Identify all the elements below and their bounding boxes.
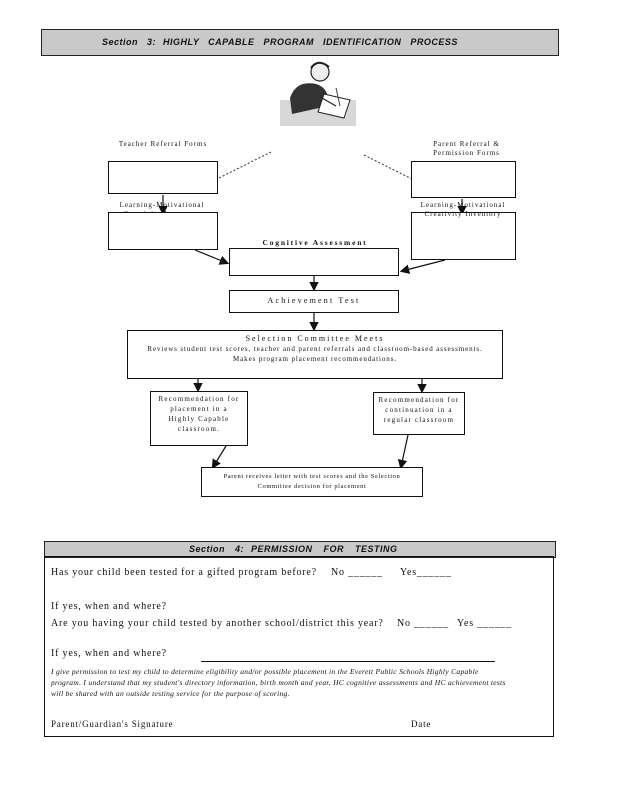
q1-text: Has your child been tested for a gifted … <box>51 567 317 578</box>
cognitive-assessment-label: Cognitive Assessment <box>262 238 368 247</box>
selection-committee-box: Selection Committee Meets Reviews studen… <box>127 330 503 379</box>
parent-letter-line1: Parent receives letter with test scores … <box>223 473 401 480</box>
recommendation-continuation-box: Recommendation for continuation in a reg… <box>373 392 465 435</box>
parent-referral-label: Parent Referral & Permission Forms <box>433 140 500 157</box>
section-4-title: PERMISSION FOR TESTING <box>251 544 398 554</box>
recommendation-continuation-text: Recommendation for continuation in a reg… <box>378 396 460 424</box>
achievement-test-box: Achievement Test <box>229 290 399 313</box>
q3-text: Are you having your child tested by anot… <box>51 618 384 629</box>
recommendation-placement-text: Recommendation for placement in a Highly… <box>158 395 240 433</box>
parent-letter-box: Parent receives letter with test scores … <box>201 467 423 497</box>
parent-referral-box <box>411 161 516 198</box>
q3-yes-field[interactable]: Yes ______ <box>457 618 513 629</box>
learning-right-box <box>411 212 516 260</box>
q1-no-field[interactable]: No ______ <box>331 567 383 578</box>
cognitive-assessment-box <box>229 248 399 276</box>
section-3-label: Section <box>102 37 139 47</box>
section-3-number: 3: <box>147 37 157 47</box>
permission-form: Has your child been tested for a gifted … <box>44 556 554 737</box>
section-3-title: HIGHLY CAPABLE PROGRAM IDENTIFICATION PR… <box>163 37 458 47</box>
learning-right-label: Learning-Motivational Creativity Invento… <box>420 201 506 218</box>
signature-label: Parent/Guardian's Signature <box>51 719 174 729</box>
q4-answer-line[interactable] <box>201 661 495 662</box>
q4-text: If yes, when and where? <box>51 648 167 659</box>
parent-letter-line2: Committee decision for placement <box>257 483 367 490</box>
learning-left-box <box>108 212 218 250</box>
selection-committee-title: Selection Committee Meets <box>245 334 385 343</box>
selection-committee-line2: Makes program placement recommendations. <box>233 355 397 363</box>
writer-clipart <box>278 58 358 128</box>
date-label: Date <box>411 719 432 729</box>
teacher-referral-label: Teacher Referral Forms <box>118 140 208 148</box>
signature-line[interactable] <box>44 736 554 737</box>
q3-no-field[interactable]: No ______ <box>397 618 449 629</box>
q2-text: If yes, when and where? <box>51 601 167 612</box>
q1-yes-field[interactable]: Yes______ <box>400 567 452 578</box>
section-4-label: Section <box>189 544 226 554</box>
section-4-header: Section 4: PERMISSION FOR TESTING <box>44 541 556 558</box>
teacher-referral-box <box>108 161 218 194</box>
section-3-header: Section 3: HIGHLY CAPABLE PROGRAM IDENTI… <box>41 29 559 56</box>
consent-statement: I give permission to test my child to de… <box>51 667 506 698</box>
recommendation-placement-box: Recommendation for placement in a Highly… <box>150 391 248 446</box>
section-4-number: 4: <box>235 544 245 554</box>
selection-committee-line1: Reviews student test scores, teacher and… <box>147 345 483 353</box>
achievement-test-label: Achievement Test <box>267 296 361 305</box>
